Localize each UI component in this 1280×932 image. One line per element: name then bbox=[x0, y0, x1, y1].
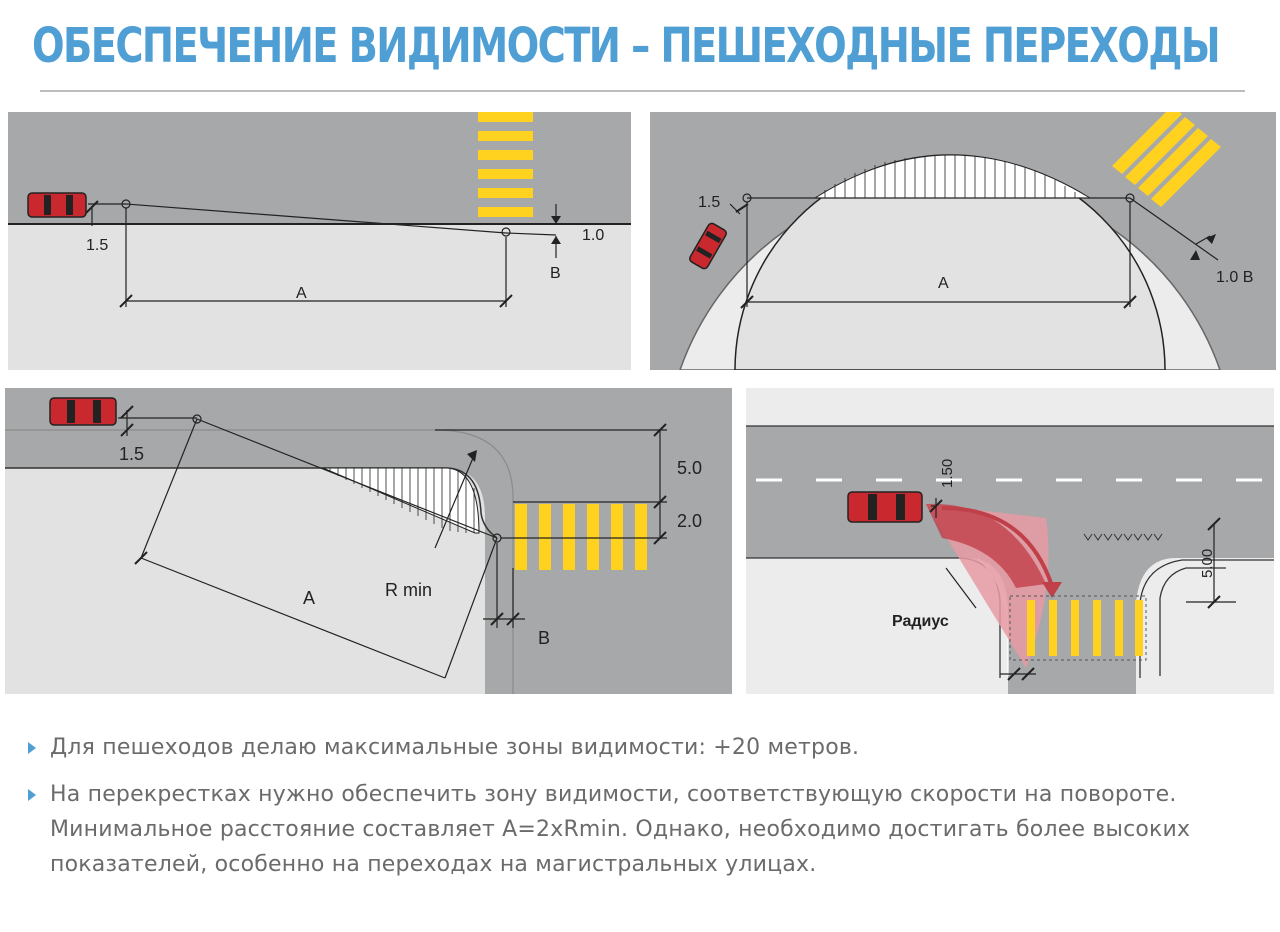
turn-zone bbox=[926, 503, 1062, 668]
rmin-label: R min bbox=[385, 580, 432, 600]
diagram-corner: 1.5 5.0 2.0 A R min B bbox=[5, 388, 732, 694]
diagram-straight-road: 1.5 1.0 B A bbox=[8, 112, 631, 370]
dimension-label: A bbox=[296, 285, 307, 302]
sight-zone bbox=[813, 154, 1092, 199]
crosswalk bbox=[1112, 112, 1221, 207]
bullet-item: На перекрестках нужно обеспечить зону ви… bbox=[28, 777, 1258, 882]
crosswalk bbox=[478, 112, 533, 217]
road bbox=[5, 388, 732, 468]
bullet-arrow-icon bbox=[28, 789, 36, 801]
car-icon bbox=[689, 222, 727, 270]
crosswalk bbox=[515, 504, 647, 570]
page-title: ОБЕСПЕЧЕНИЕ ВИДИМОСТИ – ПЕШЕХОДНЫЕ ПЕРЕХ… bbox=[32, 18, 1221, 74]
car-icon bbox=[49, 397, 117, 426]
bullet-text: Для пешеходов делаю максимальные зоны ви… bbox=[50, 735, 860, 760]
dimension-label: 1.50 bbox=[939, 459, 956, 488]
title-divider bbox=[40, 90, 1245, 92]
dimension-label: A bbox=[938, 275, 949, 292]
bullet-arrow-icon bbox=[28, 742, 36, 754]
dimension-label: A bbox=[303, 588, 315, 608]
dimension-label: 2.0 bbox=[677, 511, 702, 531]
radius-label: Радиус bbox=[892, 613, 949, 630]
dimension-label: 1.5 bbox=[698, 194, 720, 211]
dimension-label: 5.00 bbox=[1199, 549, 1216, 578]
dimension-label: 1.0 B bbox=[1216, 269, 1253, 286]
bullet-list: Для пешеходов делаю максимальные зоны ви… bbox=[28, 730, 1258, 894]
diagram-curved-road: 1.5 1.0 B A bbox=[650, 112, 1276, 370]
bullet-text: На перекрестках нужно обеспечить зону ви… bbox=[50, 782, 1191, 877]
crosswalk bbox=[1027, 600, 1143, 656]
dimension-label: 1.5 bbox=[86, 237, 108, 254]
car-icon bbox=[27, 192, 87, 218]
dimension-label: 5.0 bbox=[677, 458, 702, 478]
bullet-item: Для пешеходов делаю максимальные зоны ви… bbox=[28, 730, 1258, 765]
dimension-label: 1.0 bbox=[582, 227, 604, 244]
dimension-label: B bbox=[538, 628, 550, 648]
dimension-label: B bbox=[550, 265, 561, 282]
dimension-label: 1.5 bbox=[119, 444, 144, 464]
diagram-turn: 1.50 5.00 Радиус bbox=[746, 388, 1274, 694]
car-icon bbox=[847, 491, 923, 523]
road bbox=[8, 112, 631, 224]
